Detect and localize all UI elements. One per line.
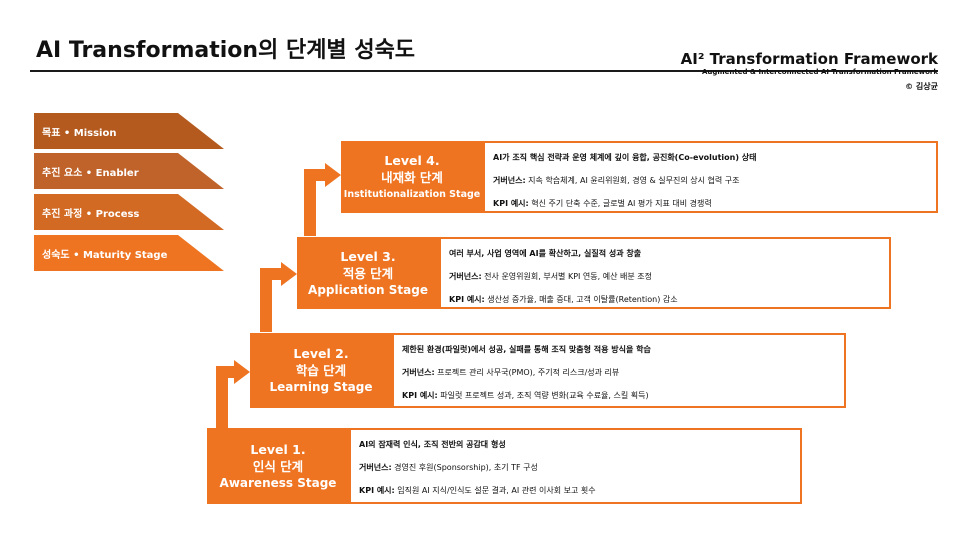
- stage-level-1-governance: 거버넌스: 경영진 후원(Sponsorship), 초기 TF 구성: [359, 456, 800, 479]
- legend-mission-label: 목표 • Mission: [42, 128, 117, 139]
- stage-level-4-description: AI가 조직 핵심 전략과 운영 체계에 깊이 융합, 공진화(Co-evolu…: [483, 141, 938, 213]
- arrow-head-4: [325, 163, 341, 187]
- governance-text: 지속 학습체계, AI 윤리위원회, 경영 & 실무진의 상시 협력 구조: [525, 176, 740, 185]
- stage-level-2-number: Level 2.: [293, 346, 349, 361]
- stage-level-2-summary: 제한된 환경(파일럿)에서 성공, 실패를 통해 조직 맞춤형 적용 방식을 학…: [402, 345, 651, 354]
- stage-level-1-name-ko: 인식 단계: [252, 458, 304, 474]
- copyright: © 김상균: [905, 82, 938, 91]
- governance-text: 프로젝트 관리 사무국(PMO), 주기적 리스크/성과 리뷰: [434, 368, 620, 377]
- stage-level-1: Level 1. 인식 단계 Awareness Stage: [207, 428, 349, 504]
- stage-level-2: Level 2. 학습 단계 Learning Stage: [250, 333, 392, 408]
- stage-level-4-name-ko: 내재화 단계: [381, 169, 443, 185]
- governance-label: 거버넌스:: [449, 272, 482, 281]
- kpi-text: 임직원 AI 지식/인식도 설문 결과, AI 관련 이사회 보고 횟수: [394, 486, 596, 495]
- stage-level-2-description: 제한된 환경(파일럿)에서 성공, 실패를 통해 조직 맞춤형 적용 방식을 학…: [392, 333, 846, 408]
- stage-level-3-kpi: KPI 예시: 생산성 증가율, 매출 증대, 고객 이탈률(Retention…: [449, 288, 889, 311]
- arrow-head-3: [281, 262, 297, 286]
- stage-level-4-name-en: Institutionalization Stage: [343, 188, 481, 200]
- stage-level-3: Level 3. 적용 단계 Application Stage: [297, 237, 439, 309]
- stage-level-3-governance: 거버넌스: 전사 운영위원회, 부서별 KPI 연동, 예산 배분 조정: [449, 265, 889, 288]
- stage-level-1-number: Level 1.: [250, 441, 306, 457]
- kpi-label: KPI 예시:: [359, 486, 395, 495]
- stage-level-1-name-en: Awareness Stage: [219, 475, 337, 490]
- stage-level-2-name-ko: 학습 단계: [295, 363, 347, 378]
- governance-label: 거버넌스:: [402, 368, 435, 377]
- stage-level-4-governance: 거버넌스: 지속 학습체계, AI 윤리위원회, 경영 & 실무진의 상시 협력…: [493, 169, 936, 192]
- stage-level-3-name-ko: 적용 단계: [342, 265, 394, 281]
- kpi-text: 혁신 주기 단축 수준, 글로벌 AI 평가 지표 대비 경쟁력: [528, 199, 712, 208]
- arrow-head-2: [234, 360, 250, 384]
- kpi-text: 파일럿 프로젝트 성과, 조직 역량 변화(교육 수료율, 스킬 획득): [437, 391, 649, 400]
- kpi-label: KPI 예시:: [449, 295, 485, 304]
- legend-process-label: 추진 과정 • Process: [42, 209, 140, 220]
- governance-label: 거버넌스:: [359, 463, 392, 472]
- stage-level-3-number: Level 3.: [340, 248, 396, 264]
- framework-title: AI² Transformation Framework: [680, 50, 938, 68]
- stage-level-3-name-en: Application Stage: [308, 282, 428, 297]
- stage-level-4-kpi: KPI 예시: 혁신 주기 단축 수준, 글로벌 AI 평가 지표 대비 경쟁력: [493, 192, 936, 215]
- title-underline: [30, 70, 938, 72]
- legend-enabler-label: 추진 요소 • Enabler: [42, 168, 139, 179]
- kpi-text: 생산성 증가율, 매출 증대, 고객 이탈률(Retention) 감소: [484, 295, 678, 304]
- governance-label: 거버넌스:: [493, 176, 526, 185]
- stage-level-4-summary: AI가 조직 핵심 전략과 운영 체계에 깊이 융합, 공진화(Co-evolu…: [493, 153, 757, 162]
- governance-text: 전사 운영위원회, 부서별 KPI 연동, 예산 배분 조정: [481, 272, 652, 281]
- arrow-3-to-4: [304, 169, 327, 236]
- legend-maturity-label: 성숙도 • Maturity Stage: [42, 250, 168, 261]
- stage-level-2-name-en: Learning Stage: [269, 380, 373, 394]
- stage-level-2-governance: 거버넌스: 프로젝트 관리 사무국(PMO), 주기적 리스크/성과 리뷰: [402, 361, 844, 384]
- arrow-2-to-3: [260, 268, 283, 332]
- kpi-label: KPI 예시:: [402, 391, 438, 400]
- stage-level-1-description: AI의 잠재력 인식, 조직 전반의 공감대 형성 거버넌스: 경영진 후원(S…: [349, 428, 802, 504]
- stage-level-1-summary: AI의 잠재력 인식, 조직 전반의 공감대 형성: [359, 440, 506, 449]
- stage-level-3-description: 여러 부서, 사업 영역에 AI를 확산하고, 실질적 성과 창출 거버넌스: …: [439, 237, 891, 309]
- page-title: AI Transformation의 단계별 성숙도: [36, 38, 416, 63]
- stage-level-3-summary: 여러 부서, 사업 영역에 AI를 확산하고, 실질적 성과 창출: [449, 249, 642, 258]
- stage-level-2-kpi: KPI 예시: 파일럿 프로젝트 성과, 조직 역량 변화(교육 수료율, 스킬…: [402, 384, 844, 407]
- governance-text: 경영진 후원(Sponsorship), 초기 TF 구성: [391, 463, 538, 472]
- stage-level-4-number: Level 4.: [384, 152, 440, 168]
- kpi-label: KPI 예시:: [493, 199, 529, 208]
- arrow-1-to-2: [216, 366, 236, 428]
- framework-subtitle: Augmented & Interconnected AI Transforma…: [701, 68, 938, 76]
- stage-level-4: Level 4. 내재화 단계 Institutionalization Sta…: [341, 141, 483, 213]
- stage-level-1-kpi: KPI 예시: 임직원 AI 지식/인식도 설문 결과, AI 관련 이사회 보…: [359, 479, 800, 502]
